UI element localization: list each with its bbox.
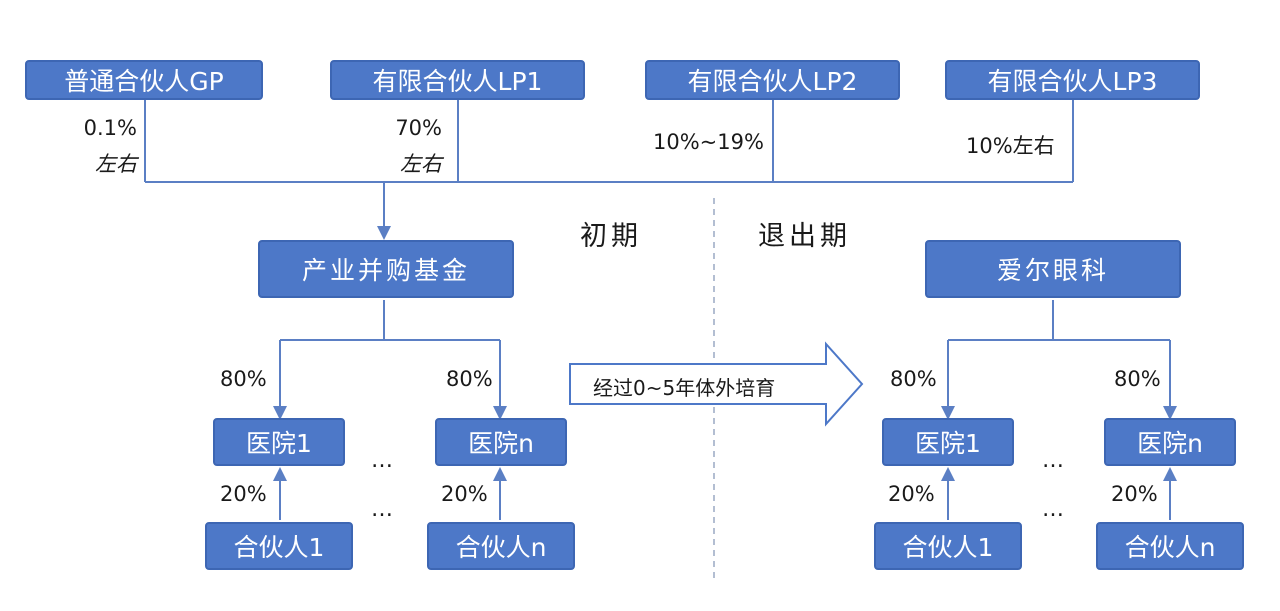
lp3-box: 有限合伙人LP3 (945, 60, 1200, 100)
gp-share-line2: 左右 (95, 152, 137, 176)
left-hospital-n: 医院n (435, 418, 567, 466)
gp-label: 普通合伙人GP (64, 67, 224, 96)
right-hospital-n: 医院n (1104, 418, 1236, 466)
lp3-label: 有限合伙人LP3 (987, 67, 1158, 96)
right-share-top-1: 80% (890, 367, 937, 391)
lp1-label: 有限合伙人LP1 (372, 67, 543, 96)
lp2-share: 10%~19% (653, 130, 764, 154)
left-partner-n: 合伙人n (427, 522, 575, 570)
lp1-share-line2: 左右 (400, 152, 442, 176)
right-ellipsis-top: … (1042, 448, 1066, 473)
right-ellipsis-bottom: … (1042, 497, 1066, 522)
acquirer-box: 爱尔眼科 (925, 240, 1181, 298)
right-hospital-n-label: 医院n (1137, 429, 1203, 458)
gp-share-line1: 0.1% (83, 116, 137, 140)
lp3-share: 10%左右 (966, 134, 1055, 158)
gp-box: 普通合伙人GP (25, 60, 263, 100)
right-share-bottom-1: 20% (888, 482, 935, 506)
lp2-box: 有限合伙人LP2 (645, 60, 900, 100)
right-partner-1-label: 合伙人1 (902, 533, 994, 562)
lp1-box: 有限合伙人LP1 (330, 60, 585, 100)
right-hospital-1-label: 医院1 (915, 429, 981, 458)
fund-box: 产业并购基金 (258, 240, 514, 298)
right-partner-n-label: 合伙人n (1124, 533, 1216, 562)
left-share-top-1: 80% (220, 367, 267, 391)
left-ellipsis-top: … (371, 448, 395, 473)
growth-arrow (569, 341, 864, 427)
right-partner-n: 合伙人n (1096, 522, 1244, 570)
phase-exit: 退出期 (758, 221, 851, 252)
right-hospital-1: 医院1 (882, 418, 1014, 466)
lp1-share-line1: 70% (395, 116, 442, 140)
left-hospital-1-label: 医院1 (246, 429, 312, 458)
left-share-bottom-n: 20% (441, 482, 488, 506)
right-share-top-n: 80% (1114, 367, 1161, 391)
growth-arrow-text: 经过0~5年体外培育 (593, 376, 776, 400)
fund-label: 产业并购基金 (301, 256, 470, 285)
lp2-label: 有限合伙人LP2 (687, 67, 858, 96)
phase-initial: 初期 (580, 221, 642, 252)
left-share-bottom-1: 20% (220, 482, 267, 506)
left-partner-1-label: 合伙人1 (233, 533, 325, 562)
right-partner-1: 合伙人1 (874, 522, 1022, 570)
acquirer-label: 爱尔眼科 (996, 256, 1109, 285)
left-ellipsis-bottom: … (371, 497, 395, 522)
right-share-bottom-n: 20% (1111, 482, 1158, 506)
left-share-top-n: 80% (446, 367, 493, 391)
left-hospital-n-label: 医院n (468, 429, 534, 458)
left-hospital-1: 医院1 (213, 418, 345, 466)
left-partner-n-label: 合伙人n (455, 533, 547, 562)
left-partner-1: 合伙人1 (205, 522, 353, 570)
